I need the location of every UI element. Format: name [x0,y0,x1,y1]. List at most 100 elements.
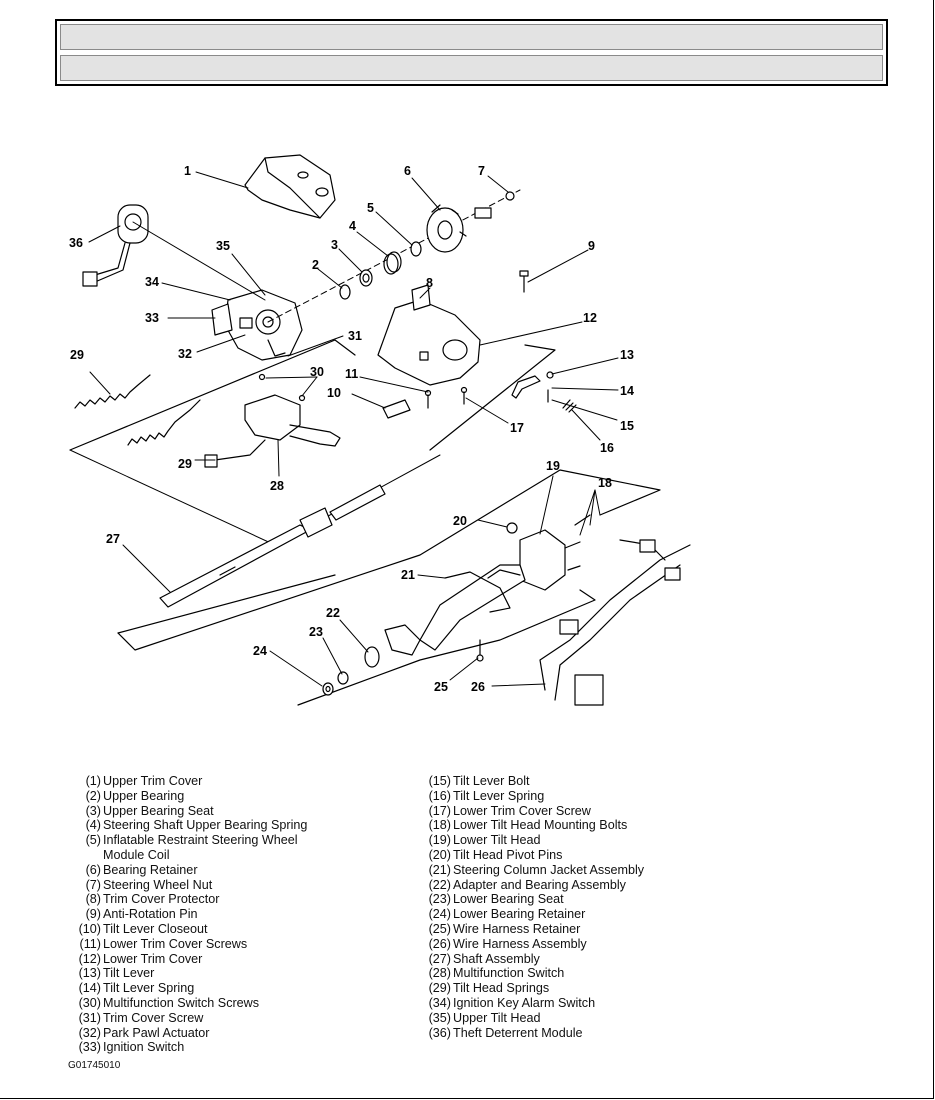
legend-item-label: Lower Trim Cover Screws [103,936,248,951]
callout-22: 22 [326,606,340,620]
legend-item-label: Tilt Head Springs [453,981,550,996]
legend-item: (32)Park Pawl Actuator [64,1026,307,1041]
callout-28: 28 [270,479,284,493]
legend-item-label: Upper Bearing [103,788,185,803]
callout-26: 26 [471,680,485,694]
upper-tilt-head [211,289,303,361]
callout-8: 8 [426,276,433,290]
callout-24: 24 [253,644,267,658]
header-title-bar [60,24,883,50]
legend-item-label: Lower Bearing Retainer [453,907,586,922]
legend-item-number: (6) [85,862,101,877]
callout-34: 34 [145,275,159,289]
legend-item: (24)Lower Bearing Retainer [414,907,644,922]
legend-item-label: Lower Tilt Head Mounting Bolts [453,818,628,833]
legend-item-number: (5) [85,833,101,848]
legend-item-label: Tilt Lever Closeout [103,921,208,936]
legend-item: (23)Lower Bearing Seat [414,892,644,907]
callout-32: 32 [178,347,192,361]
legend-item-number: (24) [428,907,451,922]
legend-item-label: Trim Cover Screw [103,1010,204,1025]
legend-item: (18)Lower Tilt Head Mounting Bolts [414,818,644,833]
legend-item: (4)Steering Shaft Upper Bearing Spring [64,818,308,833]
legend-item: (5)Inflatable Restraint Steering Wheel M… [64,833,307,863]
shaft-assembly [159,484,386,608]
legend-item-label: Adapter and Bearing Assembly [453,877,626,892]
callout-23: 23 [309,625,323,639]
legend-item-number: (16) [428,788,451,803]
legend-item: (16)Tilt Lever Spring [414,789,644,804]
legend-item: (36)Theft Deterrent Module [414,1026,644,1041]
legend-item: (21)Steering Column Jacket Assembly [414,862,645,878]
legend-item-number: (7) [85,877,101,892]
callout-33: 33 [145,311,159,325]
legend-item-label: Anti-Rotation Pin [103,907,198,922]
legend-item-label: Tilt Lever Bolt [453,774,530,788]
leader-lines [88,171,619,687]
callout-29-upper: 29 [70,348,84,362]
legend-item-label: Lower Tilt Head [453,833,541,848]
legend-item: (1)Upper Trim Cover [64,774,307,789]
callout-4: 4 [349,219,356,233]
legend-item: (15)Tilt Lever Bolt [414,774,644,789]
header-box [55,19,888,86]
legend-item-label: Lower Trim Cover [103,951,203,966]
legend-item-number: (13) [78,966,101,981]
legend-item-number: (25) [428,921,451,936]
callout-35: 35 [216,239,230,253]
legend-item: (26)Wire Harness Assembly [414,937,644,952]
legend-item-number: (14) [78,981,101,996]
callout-16: 16 [600,441,614,455]
legend-item-label: Upper Tilt Head [453,1010,541,1025]
steering-column-jacket [419,564,526,651]
legend-item-label: Inflatable Restraint Steering Wheel Modu… [103,833,298,862]
callout-13: 13 [620,348,634,362]
lower-tilt-head [506,522,581,591]
theft-deterrent-module [82,204,149,287]
upper-trim-cover [244,154,336,219]
callout-27: 27 [106,532,120,546]
callout-7: 7 [478,164,485,178]
legend-left-column: (1)Upper Trim Cover(2)Upper Bearing(3)Up… [64,774,308,1055]
legend-item-number: (30) [78,995,101,1010]
legend-item: (31)Trim Cover Screw [64,1011,307,1026]
legend-item-number: (35) [428,1010,451,1025]
legend-item-number: (31) [78,1010,101,1025]
callout-17: 17 [510,421,524,435]
callout-10: 10 [327,386,341,400]
legend-item: (2)Upper Bearing [64,789,307,804]
legend-item-label: Wire Harness Retainer [453,921,581,936]
legend-item-number: (29) [428,981,451,996]
callout-19: 19 [546,459,560,473]
legend-item-number: (22) [428,877,451,892]
legend-item-label: Park Pawl Actuator [103,1025,210,1040]
tilt-head-spring-1 [74,374,151,409]
legend-item-label: Multifunction Switch [453,966,565,981]
legend-item-number: (8) [85,892,101,907]
legend-item-number: (19) [428,833,451,848]
legend-item-label: Lower Bearing Seat [453,892,564,907]
legend-item-label: Ignition Switch [103,1040,185,1055]
tilt-lever-closeout [382,399,411,419]
legend-item-number: (32) [78,1025,101,1040]
callout-25: 25 [434,680,448,694]
callout-15: 15 [620,419,634,433]
legend-item-number: (33) [78,1040,101,1055]
callout-14: 14 [620,384,634,398]
legend-item-label: Upper Bearing Seat [103,803,214,818]
legend-item-label: Steering Wheel Nut [103,877,213,892]
legend-item: (6)Bearing Retainer [64,863,307,878]
legend-item-label: Multifunction Switch Screws [103,995,260,1010]
legend-item-number: (9) [85,907,101,922]
legend-item: (13)Tilt Lever [64,966,307,981]
legend-item-label: Theft Deterrent Module [453,1025,583,1040]
legend-item-number: (11) [79,936,101,951]
callout-21: 21 [401,568,415,582]
legend-item: (7)Steering Wheel Nut [64,878,307,893]
legend-item: (12)Lower Trim Cover [64,952,307,967]
callout-1: 1 [184,164,191,178]
legend-item-label: Steering Column Jacket Assembly [453,862,645,877]
callout-36: 36 [69,236,83,250]
legend-item-number: (1) [85,774,101,788]
upper-bearing-seat [359,269,373,287]
